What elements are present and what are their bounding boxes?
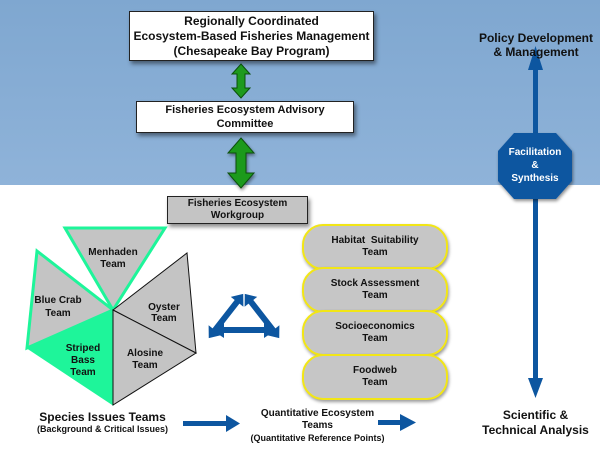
habitat-suitability-team[interactable]: Habitat Suitability Team — [302, 224, 448, 270]
alosine-line-2: Team — [132, 360, 158, 371]
stock-line-1: Stock Assessment — [330, 278, 420, 289]
stock-assessment-team[interactable]: Stock Assessment Team — [302, 267, 448, 313]
facilitation-octagon-shape — [498, 133, 572, 199]
regional-line-2: Ecosystem-Based Fisheries Management — [133, 28, 370, 43]
arrow-down-science — [528, 378, 543, 398]
foodweb-line-2: Team — [362, 377, 388, 388]
striped-bass-line-2: Bass — [71, 355, 95, 366]
facilitation-line-1: Facilitation — [508, 147, 562, 158]
quantitative-ecosystem-label: Quantitative Ecosystem Teams (Quantitati… — [250, 408, 385, 444]
quantitative-subtitle: (Quantitative Reference Points) — [250, 433, 385, 443]
scientific-analysis-label: Scientific & Technical Analysis — [468, 408, 600, 438]
arrow-species-to-quantitative — [183, 415, 240, 432]
advisory-committee-box: Fisheries Ecosystem Advisory Committee — [136, 101, 354, 133]
policy-development-label: Policy Development & Management — [466, 31, 600, 59]
flow-arrows — [183, 414, 416, 432]
menhaden-line-1: Menhaden — [88, 247, 138, 258]
species-issues-title: Species Issues Teams — [39, 410, 166, 424]
alosine-team-label: Alosine Team — [120, 348, 170, 372]
striped-bass-team-label: Striped Bass Team — [58, 343, 108, 379]
oyster-line-2: Team — [151, 313, 177, 324]
green-arrow-top-to-advisory — [230, 63, 252, 99]
policy-line-2: & Management — [493, 45, 579, 59]
regional-line-3: (Chesapeake Bay Program) — [173, 43, 330, 58]
alosine-team-shape[interactable] — [112, 309, 198, 406]
alosine-line-1: Alosine — [126, 348, 164, 359]
menhaden-team-shape[interactable] — [62, 226, 168, 313]
species-issues-label: Species Issues Teams (Background & Criti… — [20, 410, 185, 435]
green-arrow-advisory-to-workgroup — [226, 137, 256, 189]
exchange-arrow-left — [208, 293, 244, 339]
foodweb-team[interactable]: Foodweb Team — [302, 354, 448, 400]
facilitation-line-3: Synthesis — [511, 173, 559, 184]
blue-crab-line-2: Team — [45, 308, 71, 319]
menhaden-team-label: Menhaden Team — [83, 247, 143, 271]
arrow-quantitative-to-scientific — [378, 414, 416, 431]
facilitation-synthesis-label: Facilitation & Synthesis — [498, 146, 572, 185]
oyster-team-label: Oyster Team — [139, 302, 189, 324]
stock-line-2: Team — [362, 290, 388, 301]
menhaden-line-2: Team — [100, 259, 126, 270]
exchange-arrow-right — [244, 293, 280, 339]
foodweb-line-1: Foodweb — [353, 365, 397, 376]
striped-bass-line-3: Team — [70, 367, 96, 378]
scientific-line-1: Scientific & — [502, 408, 569, 422]
facilitation-line-2: & — [531, 160, 539, 171]
blue-crab-team-label: Blue Crab Team — [33, 294, 83, 320]
arrow-up-policy — [528, 46, 543, 70]
workgroup-line-1: Fisheries Ecosystem — [187, 198, 288, 209]
exchange-arrows — [208, 293, 280, 339]
socioeconomics-team[interactable]: Socioeconomics Team — [302, 310, 448, 356]
species-issues-subtitle: (Background & Critical Issues) — [36, 424, 169, 434]
workgroup-line-2: Workgroup — [210, 210, 265, 221]
quantitative-title-1: Quantitative Ecosystem — [260, 408, 375, 419]
advisory-label: Fisheries Ecosystem Advisory Committee — [165, 104, 325, 130]
workgroup-box: Fisheries Ecosystem Workgroup — [167, 196, 308, 224]
socio-line-2: Team — [362, 333, 388, 344]
policy-science-axis — [528, 46, 543, 398]
quantitative-title-2: Teams — [302, 420, 333, 431]
striped-bass-line-1: Striped — [65, 343, 101, 354]
policy-line-1: Policy Development — [478, 31, 594, 45]
regional-management-box: Regionally Coordinated Ecosystem-Based F… — [129, 11, 374, 61]
exchange-arrow-bottom — [212, 322, 276, 338]
oyster-line-1: Oyster — [148, 302, 180, 313]
habitat-line-1: Habitat Suitability — [331, 235, 419, 246]
blue-crab-line-1: Blue Crab — [34, 295, 82, 306]
socio-line-1: Socioeconomics — [335, 321, 415, 332]
scientific-line-2: Technical Analysis — [482, 423, 589, 437]
regional-line-1: Regionally Coordinated — [184, 13, 319, 28]
habitat-line-2: Team — [362, 247, 388, 258]
